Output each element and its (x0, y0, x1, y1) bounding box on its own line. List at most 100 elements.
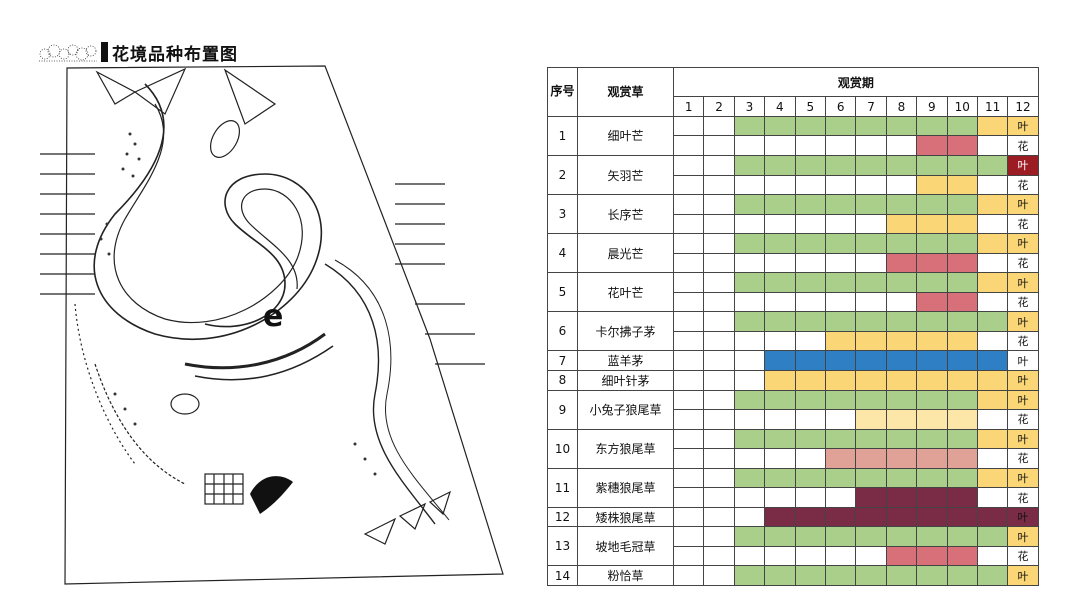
leaf-period-cell (672, 526, 705, 547)
flower-period-cell (824, 330, 857, 352)
leaf-period-cell (885, 115, 918, 137)
period-cell (824, 369, 857, 391)
period-cell (703, 369, 735, 391)
grass-name: 细叶芒 (577, 115, 674, 156)
leaf-period-cell (855, 115, 887, 137)
leaf-period-cell (703, 194, 735, 215)
type-label-leaf: 叶 (1007, 526, 1039, 547)
title-bar-marker (101, 42, 108, 62)
period-cell (703, 350, 735, 371)
leaf-period-cell (855, 233, 887, 254)
leaf-period-cell (672, 272, 705, 293)
table-row-flower: 花 (548, 409, 1039, 430)
flower-period-cell (703, 174, 735, 196)
grass-name: 卡尔拂子茅 (577, 311, 674, 352)
leaf-period-cell (733, 194, 766, 215)
flower-period-cell (703, 135, 735, 156)
flower-period-cell (672, 174, 705, 196)
period-cell (885, 350, 918, 371)
leaf-period-cell (703, 526, 735, 547)
flower-period-cell (976, 448, 1009, 469)
flower-period-cell (764, 330, 796, 352)
flower-period-cell (764, 213, 796, 235)
flower-period-cell (855, 487, 887, 508)
row-number: 7 (547, 350, 578, 371)
leaf-period-cell (764, 467, 796, 489)
leaf-period-cell (794, 389, 826, 411)
type-label-flower: 花 (1007, 409, 1039, 430)
flower-period-cell (946, 291, 978, 313)
period-cell (946, 369, 978, 391)
type-label-flower: 花 (1007, 213, 1039, 235)
flower-period-cell (976, 213, 1009, 235)
flower-period-cell (764, 545, 796, 567)
period-cell (885, 369, 918, 391)
leaf-period-cell (916, 526, 948, 547)
flower-period-cell (764, 487, 796, 508)
flower-period-cell (916, 330, 948, 352)
grass-name: 紫穗狼尾草 (577, 467, 674, 508)
table-header-row: 序号观赏草观赏期 (547, 66, 1039, 117)
leaf-period-cell (764, 154, 796, 176)
leaf-period-cell (976, 115, 1009, 137)
flower-period-cell (855, 409, 887, 430)
flower-period-cell (672, 409, 705, 430)
flower-period-cell (672, 291, 705, 313)
leaf-period-cell (885, 467, 918, 489)
flower-period-cell (885, 252, 918, 274)
flower-period-cell (824, 545, 857, 567)
flower-period-cell (885, 174, 918, 196)
flower-period-cell (885, 213, 918, 235)
flower-period-cell (824, 409, 857, 430)
flower-period-cell (703, 487, 735, 508)
type-label-flower: 花 (1007, 448, 1039, 469)
flower-period-cell (794, 213, 826, 235)
flower-period-cell (916, 487, 948, 508)
type-label-leaf: 叶 (1007, 311, 1039, 332)
flower-period-cell (703, 448, 735, 469)
period-cell (976, 565, 1009, 586)
flower-period-cell (672, 213, 705, 235)
flower-period-cell (885, 409, 918, 430)
month-header-6: 6 (824, 96, 857, 117)
svg-text:e: e (263, 299, 283, 334)
flower-period-cell (824, 135, 857, 156)
flower-period-cell (916, 291, 948, 313)
leaf-period-cell (794, 115, 826, 137)
month-header-10: 10 (946, 96, 978, 117)
grass-name: 矮株狼尾草 (577, 506, 674, 528)
type-label-leaf: 叶 (1007, 389, 1039, 411)
leaf-period-cell (885, 526, 918, 547)
period-cell (764, 565, 796, 586)
leaf-period-cell (824, 115, 857, 137)
leaf-period-cell (824, 233, 857, 254)
flower-period-cell (672, 487, 705, 508)
type-label-leaf: 叶 (1007, 565, 1039, 586)
period-cell (733, 565, 766, 586)
page-title: 花境品种布置图 (112, 44, 238, 65)
type-label-leaf: 叶 (1007, 467, 1039, 489)
period-cell (794, 506, 826, 528)
flower-period-cell (764, 252, 796, 274)
leaf-period-cell (916, 272, 948, 293)
month-header-7: 7 (855, 96, 887, 117)
flower-period-cell (885, 135, 918, 156)
flower-period-cell (764, 448, 796, 469)
leaf-period-cell (916, 233, 948, 254)
leaf-period-cell (976, 389, 1009, 411)
flower-period-cell (855, 448, 887, 469)
row-number: 14 (547, 565, 578, 586)
period-cell (794, 369, 826, 391)
period-cell (703, 565, 735, 586)
grass-name: 长序芒 (577, 194, 674, 235)
row-number: 13 (547, 526, 578, 567)
period-cell (946, 506, 978, 528)
type-label-leaf: 叶 (1007, 115, 1039, 137)
month-header-1: 1 (672, 96, 705, 117)
